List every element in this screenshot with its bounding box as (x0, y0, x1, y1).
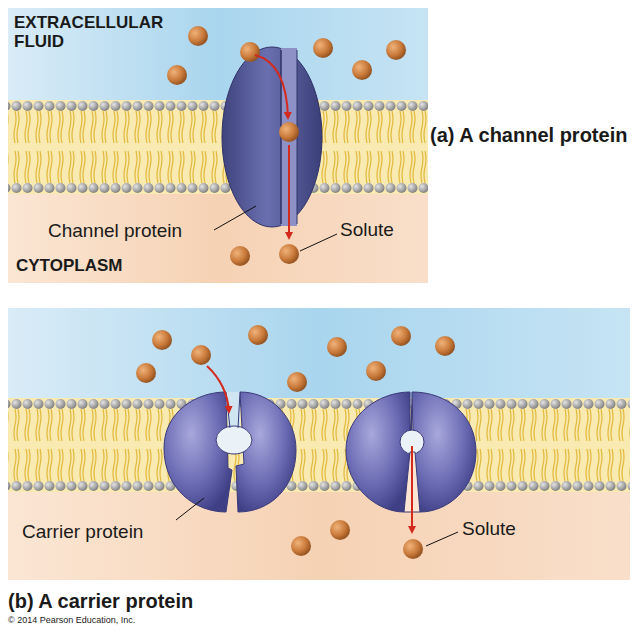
panel-caption: (b) A carrier protein (8, 590, 193, 612)
part-label: Solute (340, 220, 394, 241)
part-label: Carrier protein (22, 522, 143, 543)
region-label: EXTRACELLULAR FLUID (14, 14, 214, 51)
region-label: CYTOPLASM (16, 257, 122, 276)
part-label: Solute (462, 519, 516, 540)
part-label: Channel protein (48, 221, 182, 242)
copyright-note: © 2014 Pearson Education, Inc. (8, 616, 135, 626)
panel-caption: (a) A channel protein (430, 124, 634, 146)
